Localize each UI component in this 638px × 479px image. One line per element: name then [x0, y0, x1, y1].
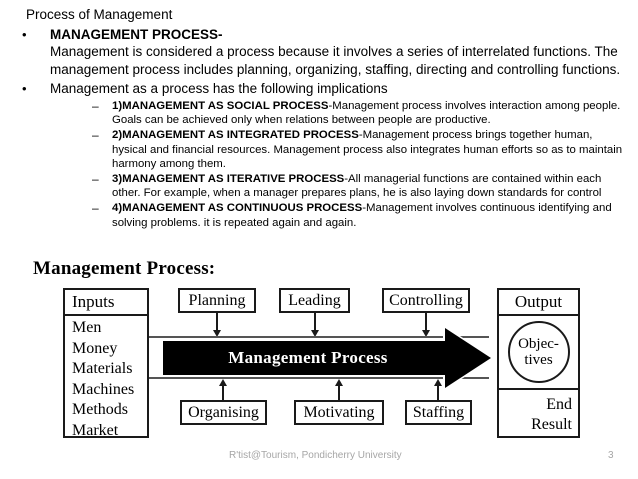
- sub-bullet-marker: –: [92, 99, 99, 113]
- banner-rail-bottom: [149, 377, 489, 379]
- bullet-marker: •: [22, 27, 27, 42]
- function-box-organising: Organising: [180, 400, 267, 425]
- diagram-title: Management Process:: [33, 258, 216, 279]
- input-item: Materials: [72, 360, 133, 377]
- function-box-staffing: Staffing: [405, 400, 472, 425]
- input-item: Methods: [72, 401, 128, 418]
- sub-bullet-text: 2)MANAGEMENT AS INTEGRATED PROCESS-Manag…: [112, 128, 628, 171]
- bullet-list: • MANAGEMENT PROCESS- Management is cons…: [18, 26, 628, 232]
- inputs-header: Inputs: [65, 290, 147, 316]
- arrow-shaft: [163, 341, 453, 375]
- bullet-body: Management is considered a process becau…: [50, 44, 621, 77]
- input-item: Money: [72, 339, 118, 357]
- sub-bullet-desc: -Management process brings together huma…: [112, 129, 623, 170]
- objectives-line2: tives: [524, 352, 553, 368]
- arrow-head-outline: [443, 325, 494, 391]
- banner-rail-top: [149, 336, 489, 338]
- sub-bullet-social-process: – 1)MANAGEMENT AS SOCIAL PROCESS-Managem…: [50, 99, 628, 127]
- sub-bullet-integrated-process: – 2)MANAGEMENT AS INTEGRATED PROCESS-Man…: [50, 128, 628, 171]
- sub-bullet-label: 2)MANAGEMENT AS INTEGRATED PROCESS: [112, 129, 359, 142]
- sub-bullet-label: 4)MANAGEMENT AS CONTINUOUS PROCESS: [112, 202, 363, 215]
- sub-bullet-marker: –: [92, 201, 99, 216]
- sub-bullet-desc: -All managerial functions are contained …: [112, 173, 602, 200]
- output-box: Output Objec- tives End Result: [497, 288, 580, 438]
- objectives-circle: Objec- tives: [507, 321, 570, 383]
- output-objectives-section: Objec- tives: [499, 316, 578, 390]
- bullet-heading: MANAGEMENT PROCESS-: [50, 27, 223, 42]
- arrow-label: Management Process: [228, 348, 388, 367]
- sub-bullet-label: 1)MANAGEMENT AS SOCIAL PROCESS: [112, 100, 329, 112]
- input-item: Machines: [72, 380, 135, 398]
- sub-bullet-desc: -Management process involves interaction…: [112, 100, 621, 127]
- input-item: Market: [72, 421, 119, 439]
- arrow-head: [445, 328, 491, 388]
- footer-attribution: R'tist@Tourism, Pondicherry University: [229, 450, 402, 461]
- bullet-marker: •: [22, 81, 27, 96]
- sub-bullet-continuous-process: – 4)MANAGEMENT AS CONTINUOUS PROCESS-Man…: [50, 201, 628, 229]
- sub-bullet-iterative-process: – 3)MANAGEMENT AS ITERATIVE PROCESS-All …: [50, 172, 628, 200]
- sub-bullet-desc: -Management involves continuous identify…: [112, 202, 612, 229]
- bullet-item-implications: • Management as a process has the follow…: [18, 80, 628, 230]
- objectives-line1: Objec-: [518, 336, 559, 352]
- function-box-planning: Planning: [178, 288, 256, 313]
- function-box-motivating: Motivating: [294, 400, 384, 425]
- sub-bullet-text: 1)MANAGEMENT AS SOCIAL PROCESS-Managemen…: [112, 99, 628, 127]
- output-end-result: End Result: [499, 390, 578, 440]
- end-result-line2: Result: [531, 416, 572, 433]
- inputs-box: Inputs Men Money Materials Machines Meth…: [63, 288, 149, 441]
- sub-bullet-label: 3)MANAGEMENT AS ITERATIVE PROCESS: [112, 173, 345, 186]
- inputs-list: Men Money Materials Machines Methods Mar…: [65, 316, 147, 441]
- sub-bullet-marker: –: [92, 172, 99, 187]
- sub-bullet-text: 3)MANAGEMENT AS ITERATIVE PROCESS-All ma…: [112, 172, 628, 200]
- end-result-line1: End: [546, 396, 572, 413]
- function-box-leading: Leading: [279, 288, 350, 313]
- bullet-text: Management as a process has the followin…: [50, 81, 388, 96]
- function-box-controlling: Controlling: [382, 288, 470, 313]
- bullet-item-process: • MANAGEMENT PROCESS- Management is cons…: [18, 26, 628, 78]
- input-item: Men: [72, 319, 102, 336]
- sub-bullet-text: 4)MANAGEMENT AS CONTINUOUS PROCESS-Manag…: [112, 201, 628, 229]
- output-header: Output: [499, 290, 578, 316]
- management-process-arrow: Management Process: [149, 325, 501, 391]
- sub-bullet-marker: –: [92, 128, 99, 143]
- footer-page-number: 3: [608, 450, 614, 461]
- page-title: Process of Management: [26, 7, 173, 22]
